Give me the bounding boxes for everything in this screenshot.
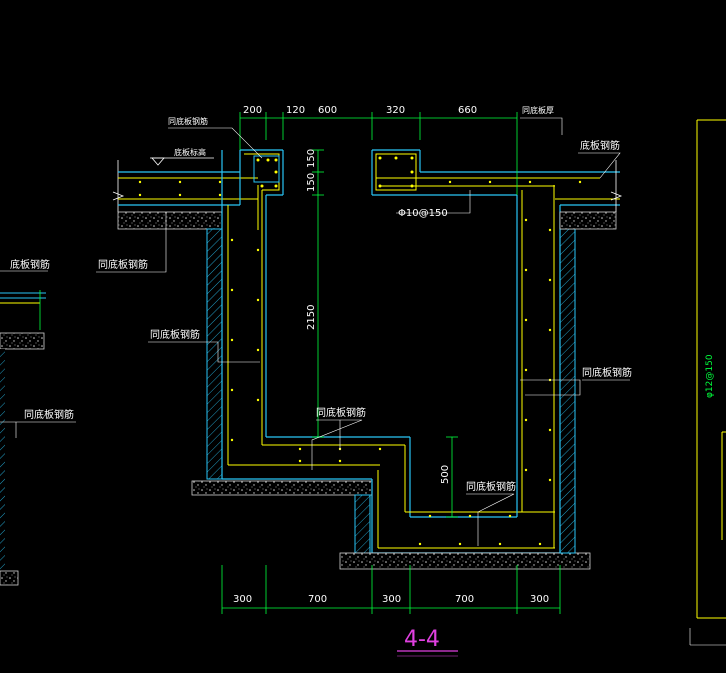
vertical-dimension-lines <box>312 149 458 518</box>
dim-vertical-150b: 150 <box>306 173 317 192</box>
right-fragment <box>689 119 726 646</box>
dim-bottom-1: 300 <box>233 594 252 605</box>
bottom-dimension-line <box>221 565 561 614</box>
right-vertical-spec-label: φ12@150 <box>705 354 715 398</box>
right-top-rebar-label: 底板钢筋 <box>580 139 620 152</box>
center-rebar-label-1: 同底板钢筋 <box>316 406 366 419</box>
dim-bottom-2: 700 <box>308 594 327 605</box>
dim-top-3: 600 <box>318 105 337 116</box>
dim-top-5: 660 <box>458 105 477 116</box>
dim-vertical-2150: 2150 <box>306 305 317 330</box>
rebar-spec-label: Φ10@150 <box>398 208 448 219</box>
top-right-thickness-label: 同底板厚 <box>522 105 554 115</box>
top-left-rebar-label: 同底板钢筋 <box>168 116 208 126</box>
bottom-level-label: 底板标高 <box>174 147 206 157</box>
dim-top-2: 120 <box>286 105 305 116</box>
left-rebar-label-2: 同底板钢筋 <box>150 328 200 341</box>
right-mid-rebar-label: 同底板钢筋 <box>582 366 632 379</box>
left-fragment <box>0 270 76 586</box>
section-title: 4-4 <box>404 627 440 652</box>
center-rebar-label-2: 同底板钢筋 <box>466 480 516 493</box>
dim-bottom-5: 300 <box>530 594 549 605</box>
right-wall <box>371 149 623 554</box>
dim-bottom-4: 700 <box>455 594 474 605</box>
bottom-slab <box>339 511 591 570</box>
dim-bottom-3: 300 <box>382 594 401 605</box>
far-left-mid-label: 同底板钢筋 <box>24 408 74 421</box>
dim-top-1: 200 <box>243 105 262 116</box>
left-slab <box>112 157 258 230</box>
far-left-top-label: 底板钢筋 <box>10 258 50 271</box>
top-dimension-line <box>239 112 518 195</box>
left-rebar-label-1: 同底板钢筋 <box>98 258 148 271</box>
rebar-dots <box>138 156 582 546</box>
leader-lines <box>96 117 630 546</box>
dim-vertical-150a: 150 <box>306 149 317 168</box>
dim-vertical-500: 500 <box>440 465 451 484</box>
left-wall <box>206 149 284 480</box>
dim-top-4: 320 <box>386 105 405 116</box>
middle-step <box>191 436 411 554</box>
